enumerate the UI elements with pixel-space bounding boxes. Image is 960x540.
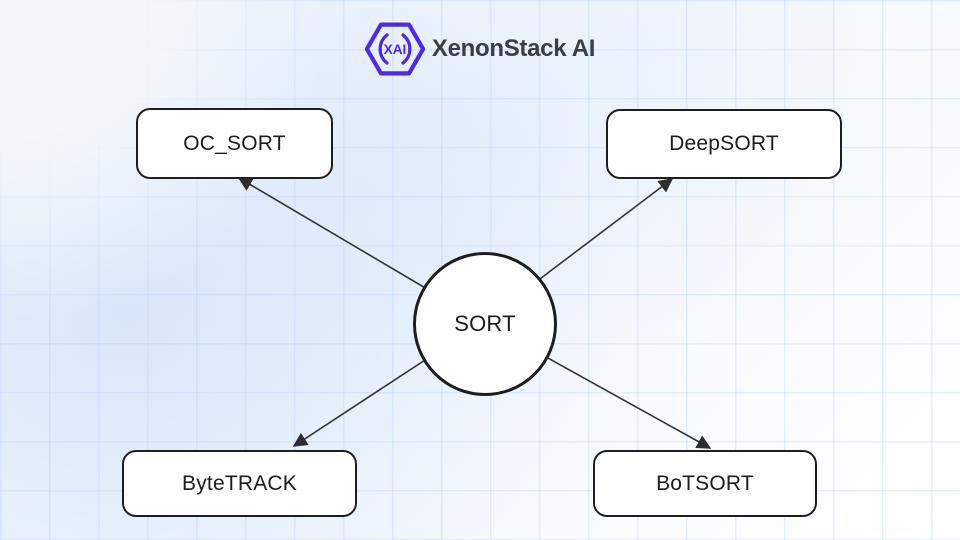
node-botsort: BoTSORT bbox=[593, 450, 817, 517]
node-deepsort-label: DeepSORT bbox=[669, 132, 779, 155]
node-oc-sort: OC_SORT bbox=[136, 108, 333, 179]
node-oc-sort-label: OC_SORT bbox=[183, 131, 286, 155]
node-botsort-label: BoTSORT bbox=[656, 471, 754, 495]
node-deepsort: DeepSORT bbox=[606, 109, 842, 179]
xenonstack-logo-icon: XAI bbox=[364, 22, 425, 76]
logo-monogram: XAI bbox=[384, 42, 407, 57]
brand-header: XAI XenonStack AI bbox=[0, 19, 960, 79]
node-bytetrack: ByteTRACK bbox=[122, 450, 357, 517]
node-sort: SORT bbox=[413, 252, 557, 396]
brand-name: XenonStack AI bbox=[431, 35, 596, 62]
node-sort-label: SORT bbox=[454, 311, 516, 336]
node-bytetrack-label: ByteTRACK bbox=[182, 471, 297, 495]
